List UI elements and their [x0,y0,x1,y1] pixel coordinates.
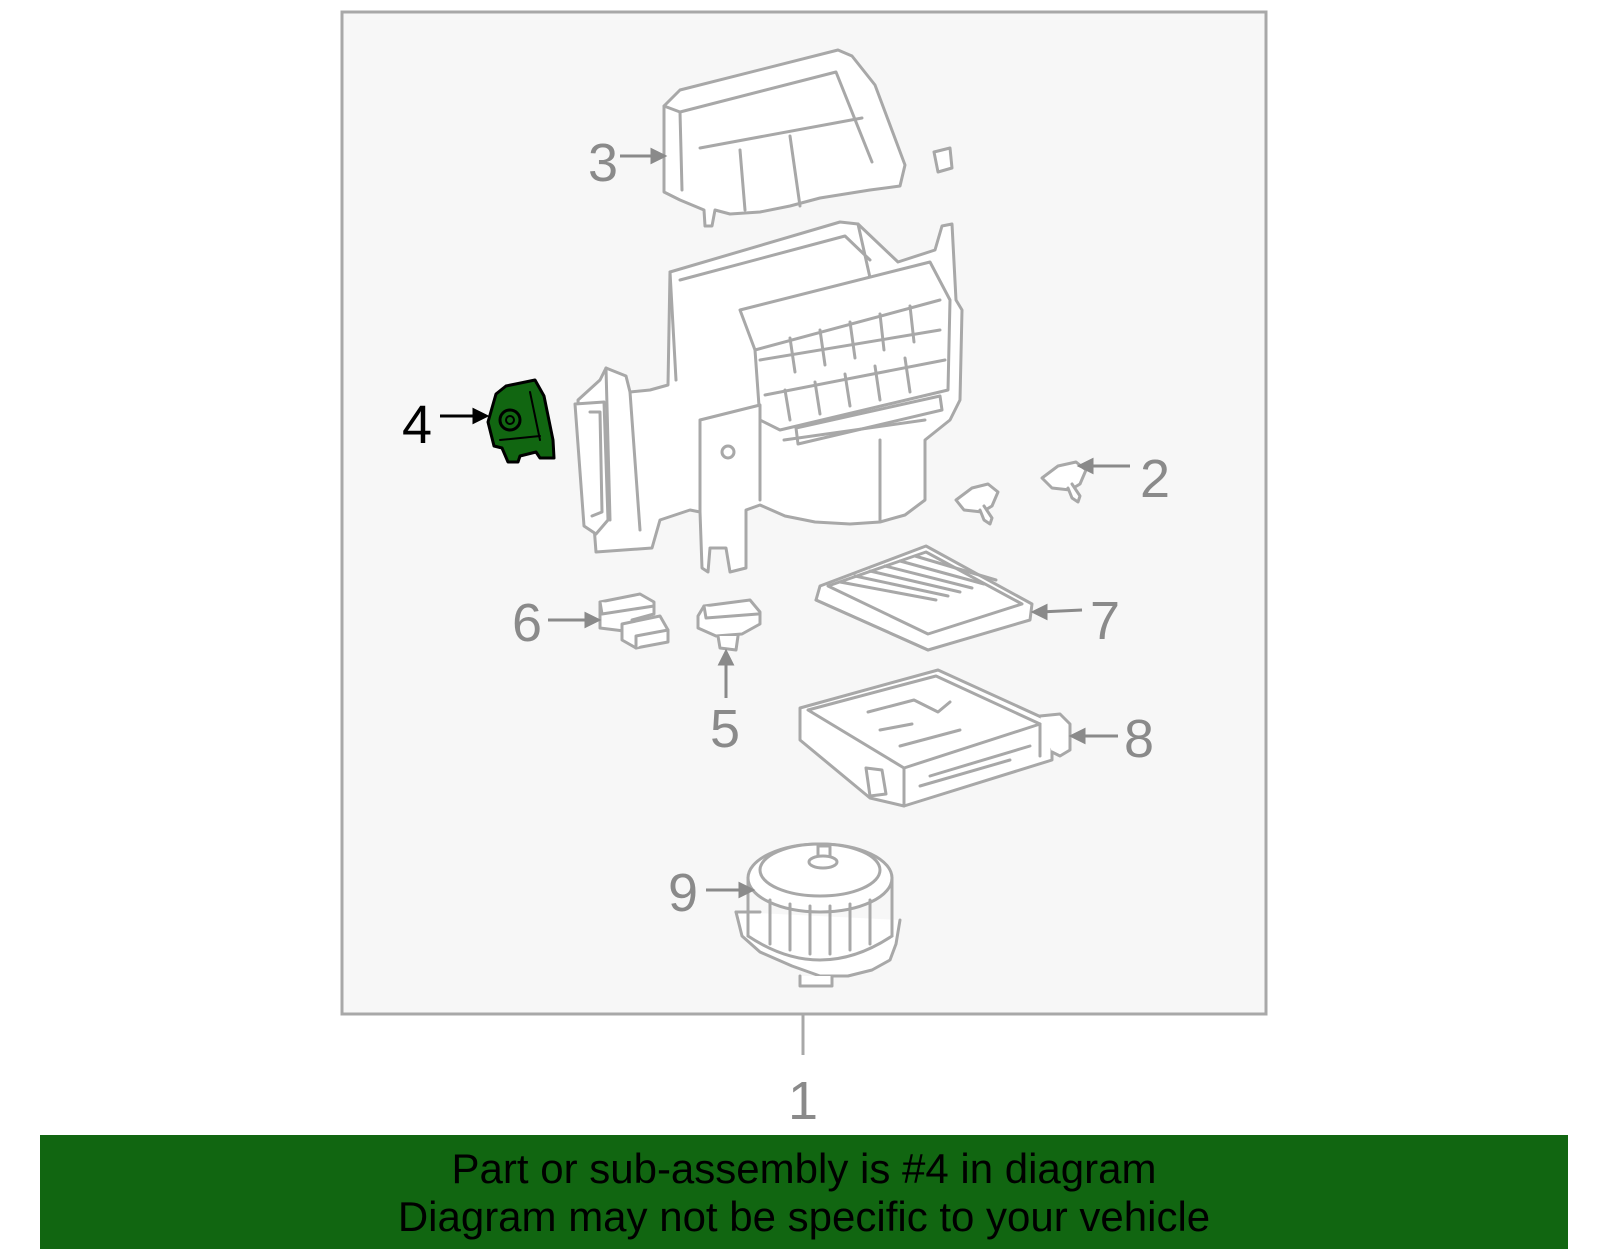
banner-line-disclaimer: Diagram may not be specific to your vehi… [397,1193,1211,1240]
part-3-upper-cover [662,48,954,228]
callout-label-6: 6 [512,593,543,653]
banner-line-part: Part or sub-assembly is #4 in diagram [451,1145,1157,1192]
arrow-3 [620,147,668,165]
callout-label-7: 7 [1090,591,1121,651]
arrow-5 [717,648,735,698]
arrow-8 [1068,727,1118,745]
part-7-cabin-filter [814,544,1034,652]
callout-label-3: 3 [588,133,619,193]
callout-label-8: 8 [1124,709,1155,769]
part-9-blower-motor [734,842,902,988]
arrow-6 [548,611,602,629]
part-1-hvac-housing [573,220,964,574]
part-5-resistor [696,598,762,652]
arrow-2 [1076,457,1130,475]
callout-label-9: 9 [668,863,699,923]
arrow-9 [706,881,756,899]
part-4-servo-actuator [486,378,556,464]
info-banner: Part or sub-assembly is #4 in diagram Di… [40,1135,1568,1249]
part-8-filter-frame [798,668,1072,808]
arrow-4 [440,407,490,425]
arrow-7 [1030,603,1083,621]
callout-label-2: 2 [1140,449,1171,509]
callout-label-1: 1 [788,1071,819,1131]
callout-label-4: 4 [402,395,433,455]
callout-label-5: 5 [710,699,741,759]
part-2-clips [954,460,1088,526]
part-6-connector [598,592,670,650]
